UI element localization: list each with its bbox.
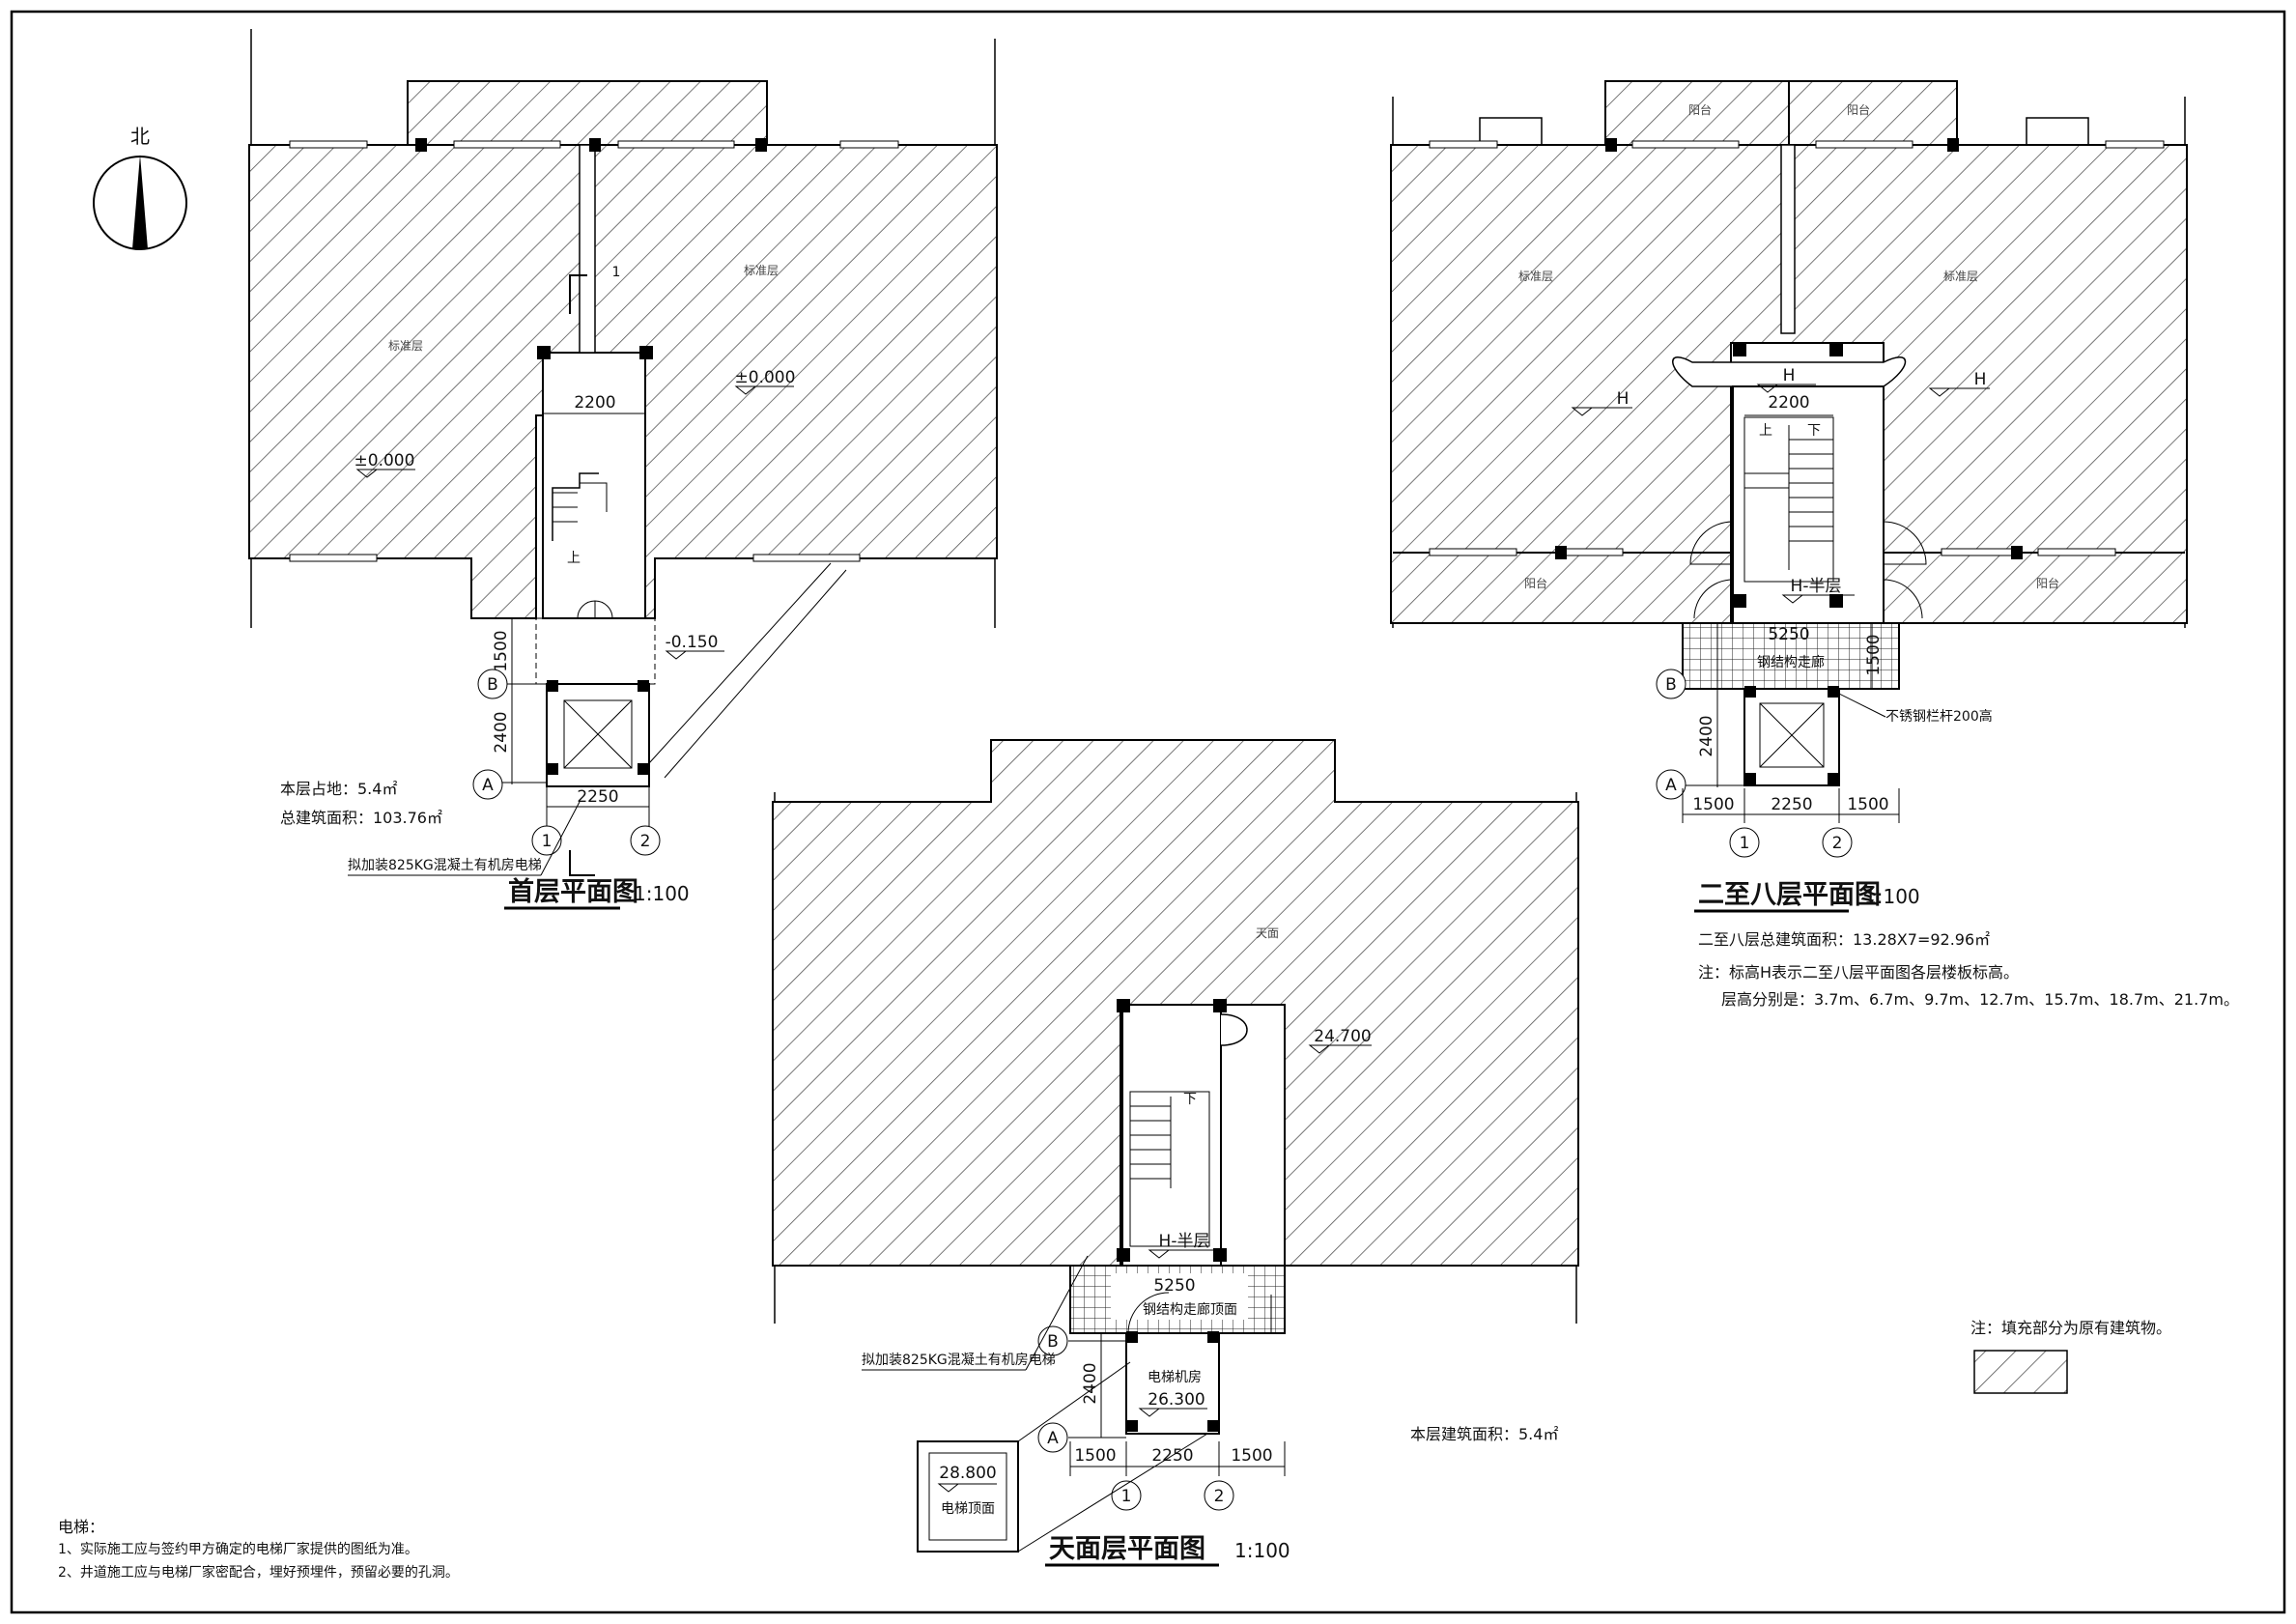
dim-1500-v: 1500 [1864, 634, 1884, 675]
section-mark: 1 [612, 265, 621, 280]
dim-2250: 2250 [1151, 1446, 1193, 1466]
room-label: 天面 [1256, 926, 1279, 940]
elev-half: H-半层 [1159, 1232, 1210, 1251]
dim-corridor: 5250 [1153, 1276, 1195, 1296]
elev-left: ±0.000 [354, 451, 415, 470]
legend: 注：填充部分为原有建筑物。 [1970, 1319, 2171, 1394]
north-arrow-icon [132, 155, 148, 249]
axis-a: A [1665, 776, 1677, 795]
elevator-note: 拟加装825KG混凝土有机房电梯 [348, 858, 542, 873]
notes-heading: 电梯： [58, 1518, 104, 1536]
roof-area: 本层建筑面积：5.4㎡ [1410, 1425, 1558, 1443]
room-label-left: 标准层 [388, 339, 423, 353]
plan-ground-title: 首层平面图 [508, 876, 638, 907]
balcony-label: 阳台 [2036, 576, 2059, 590]
dim-2400: 2400 [1081, 1362, 1100, 1404]
notes-line1: 1、实际施工应与签约甲方确定的电梯厂家提供的图纸为准。 [58, 1541, 418, 1557]
dim-2400: 2400 [492, 711, 511, 753]
plan-roof-title: 天面层平面图 [1049, 1534, 1205, 1564]
elev-right: ±0.000 [735, 368, 796, 387]
legend-note: 注：填充部分为原有建筑物。 [1970, 1319, 2171, 1337]
corridor-label: 钢结构走廊 [1757, 654, 1825, 670]
axis-2: 2 [1214, 1487, 1225, 1506]
top-label: 电梯顶面 [941, 1501, 995, 1517]
area-total: 总建筑面积：103.76㎡ [280, 809, 442, 827]
axis-1: 1 [1740, 834, 1750, 853]
corridor-label: 钢结构走廊顶面 [1143, 1301, 1237, 1318]
dim-stair: 2200 [574, 393, 615, 413]
dim-1500: 1500 [492, 630, 511, 671]
north-arrow: 北 [93, 125, 187, 250]
stair-down-label: 下 [1183, 1092, 1197, 1107]
plan-ground-scale: 1:100 [634, 882, 690, 905]
typical-note2: 层高分别是：3.7m、6.7m、9.7m、12.7m、15.7m、18.7m、2… [1721, 990, 2239, 1009]
axis-b: B [487, 675, 498, 695]
elev-machine: 26.300 [1148, 1390, 1205, 1410]
dim-1500-right: 1500 [1231, 1446, 1272, 1466]
elev-half: H-半层 [1791, 577, 1842, 596]
balcony-label: 阳台 [1847, 102, 1870, 117]
axis-2: 2 [1832, 834, 1843, 853]
axis-a: A [1047, 1429, 1059, 1448]
elev-roof: 24.700 [1314, 1027, 1371, 1046]
room-label-right: 标准层 [744, 264, 779, 277]
room-label-right: 标准层 [1943, 270, 1978, 283]
axis-b: B [1047, 1332, 1059, 1352]
plan-typical-title: 二至八层平面图 [1698, 880, 1881, 910]
plan-typical-scale: 1:100 [1864, 885, 1920, 908]
plan-roof-scale: 1:100 [1234, 1539, 1290, 1562]
balcony-label: 阳台 [1524, 576, 1547, 590]
plan-ground: 上 1 标准层 标准层 ±0.000 ±0.000 2200 -0.150 15… [248, 29, 998, 910]
typical-area: 二至八层总建筑面积：13.28X7=92.96㎡ [1698, 930, 1990, 949]
plan-typical: 阳台 阳台 阳台 阳台 标准层 标准层 H 2200 [1390, 80, 2239, 1009]
notes-line2: 2、井道施工应与电梯厂家密配合，埋好预埋件，预留必要的孔洞。 [58, 1564, 459, 1581]
typical-note1: 注：标高H表示二至八层平面图各层楼板标高。 [1698, 963, 2019, 982]
balcony-label: 阳台 [1688, 102, 1712, 117]
area-floor: 本层占地：5.4㎡ [280, 780, 397, 798]
axis-1: 1 [542, 832, 553, 851]
elev-h-left: H [1617, 389, 1630, 409]
dim-2250: 2250 [1771, 795, 1812, 814]
dim-1500-left: 1500 [1074, 1446, 1116, 1466]
general-notes: 电梯： 1、实际施工应与签约甲方确定的电梯厂家提供的图纸为准。 2、井道施工应与… [58, 1518, 459, 1581]
dim-2400: 2400 [1697, 715, 1716, 756]
axis-a: A [482, 776, 494, 795]
elev-h-top: H [1783, 366, 1796, 385]
axis-1: 1 [1121, 1487, 1132, 1506]
railing-label: 不锈钢栏杆200高 [1885, 708, 1993, 725]
elevator-note: 拟加装825KG混凝土有机房电梯 [862, 1353, 1056, 1368]
axis-2: 2 [640, 832, 651, 851]
dim-stair: 2200 [1768, 393, 1809, 413]
stair-up-label: 上 [1759, 423, 1772, 439]
north-label: 北 [130, 125, 150, 148]
elev-pit: -0.150 [666, 633, 719, 652]
machine-room-label: 电梯机房 [1148, 1370, 1202, 1385]
axis-b: B [1665, 675, 1677, 695]
room-label-left: 标准层 [1518, 270, 1553, 283]
stair-up-label: 上 [567, 551, 581, 566]
dim-1500-left: 1500 [1692, 795, 1734, 814]
dim-shaft: 2250 [577, 787, 618, 807]
sheet-border [10, 10, 2286, 1614]
plan-roof: 下 H-半层 天面 24.700 5250 钢结构走廊顶面 电梯机房 26.30… [772, 739, 1579, 1567]
dim-1500-right: 1500 [1847, 795, 1888, 814]
legend-hatch-swatch [1973, 1350, 2068, 1394]
elev-top: 28.800 [939, 1464, 996, 1483]
stair-down-label: 下 [1807, 423, 1821, 439]
elev-h-right: H [1974, 370, 1987, 389]
dim-corridor: 5250 [1768, 625, 1809, 644]
